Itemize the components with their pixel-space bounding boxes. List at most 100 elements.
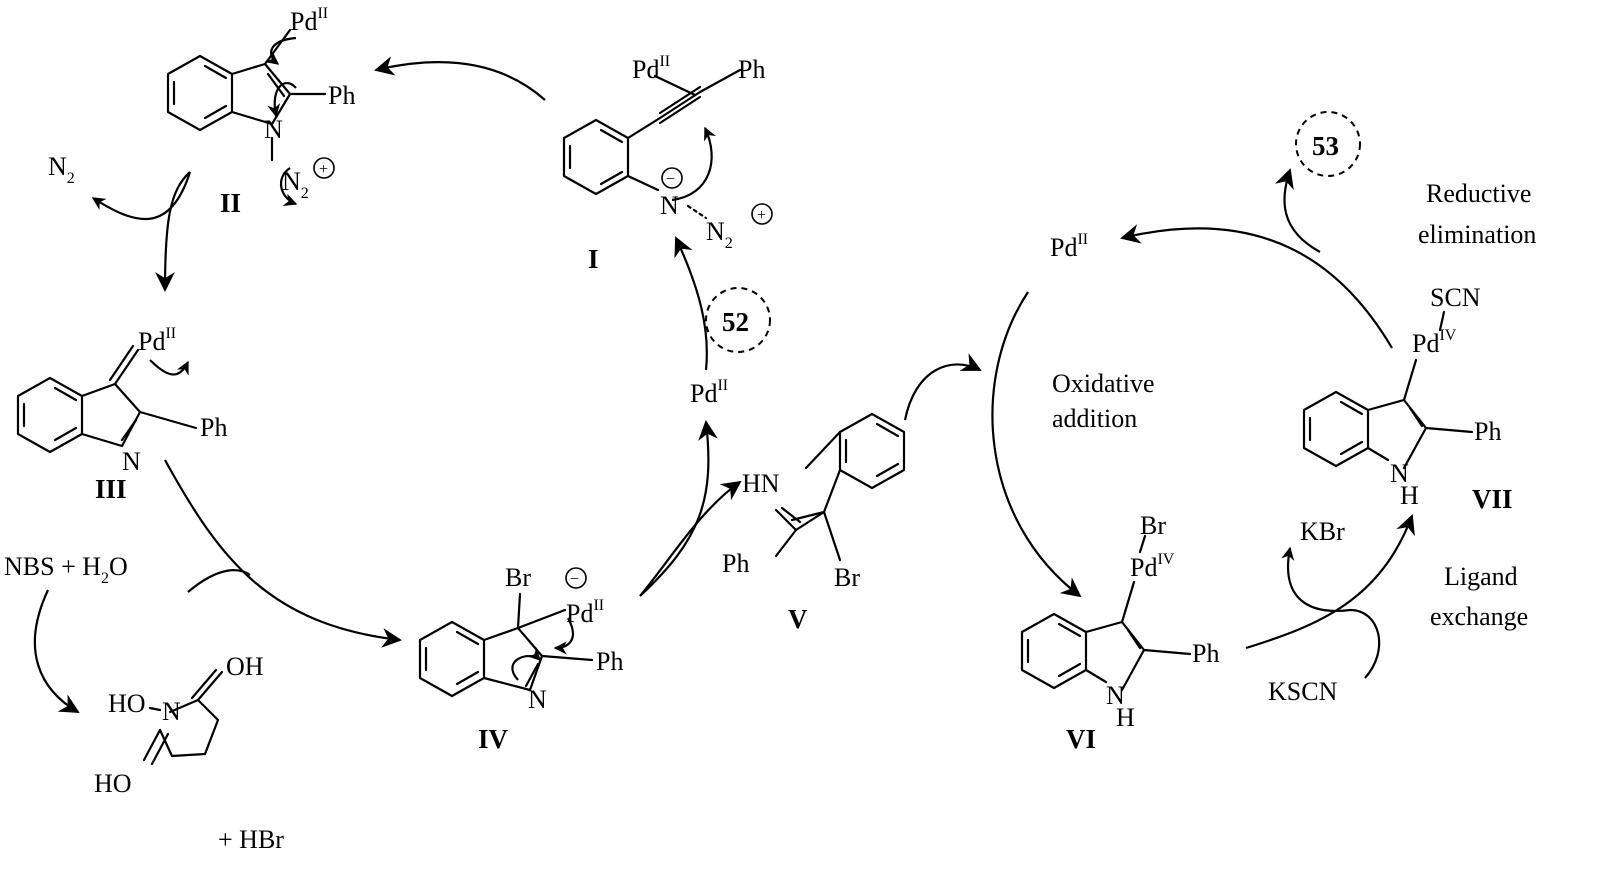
bond-or-arrow xyxy=(1084,668,1108,684)
bond-or-arrow xyxy=(639,420,718,597)
label-III: III xyxy=(95,474,127,504)
bond-or-arrow xyxy=(1402,358,1418,402)
bond-or-arrow xyxy=(142,728,170,766)
bond-or-arrow xyxy=(424,630,480,686)
bond-or-arrow xyxy=(1438,310,1446,332)
h-VII: H xyxy=(1400,481,1419,510)
bond-or-arrow xyxy=(164,459,402,648)
reductive-label-2: elimination xyxy=(1418,220,1536,249)
br-V: Br xyxy=(834,563,860,592)
bond-or-arrow xyxy=(279,167,298,206)
oh-succ: OH xyxy=(226,652,264,681)
bond-or-arrow xyxy=(524,662,540,688)
minus-IV: − xyxy=(570,571,579,588)
oxidative-label-1: Oxidative xyxy=(1052,369,1155,398)
bond-or-arrow xyxy=(155,171,191,292)
label-I: I xyxy=(588,244,599,274)
pd-VI: PdIV xyxy=(1130,551,1175,582)
bond-or-arrow xyxy=(674,236,708,371)
bond-or-arrow xyxy=(686,204,708,220)
kbr-label: KBr xyxy=(1300,517,1345,546)
bond-or-arrow xyxy=(698,68,742,94)
pd-left: PdII xyxy=(690,377,728,408)
n-II: N xyxy=(264,115,283,144)
label-II: II xyxy=(220,188,241,218)
bond-or-arrow xyxy=(1120,224,1393,349)
bond-or-arrow xyxy=(553,617,574,655)
compound-III: PdII Ph N III xyxy=(16,325,227,504)
circle-53 xyxy=(1295,111,1361,177)
ho-bottom: HO xyxy=(94,769,132,798)
bond-or-arrow xyxy=(91,171,192,221)
label-52: 52 xyxy=(722,307,749,337)
oxidative-label-2: addition xyxy=(1052,404,1137,433)
bond-or-arrow xyxy=(108,344,140,386)
bond-or-arrow xyxy=(1366,398,1428,470)
bond-or-arrow xyxy=(1245,514,1415,650)
bond-or-arrow xyxy=(264,36,297,65)
n-VI: N xyxy=(1106,681,1125,710)
bond-or-arrow xyxy=(33,589,80,713)
ligand-label-2: exchange xyxy=(1430,602,1528,631)
label-V: V xyxy=(788,604,808,634)
bond-or-arrow xyxy=(774,528,798,558)
n-IV: N xyxy=(528,685,547,714)
ph-III: Ph xyxy=(200,413,227,442)
bond-or-arrow xyxy=(138,410,198,430)
bond-or-arrow xyxy=(149,359,189,376)
label-VII: VII xyxy=(1472,484,1513,514)
pd-right: PdII xyxy=(1050,231,1088,262)
bond-or-arrow xyxy=(16,376,84,454)
compound-VII: SCN PdIV Ph N H VII xyxy=(1302,283,1513,514)
bond-or-arrow xyxy=(266,72,286,98)
compound-IV: Br PdII Ph N IV xyxy=(418,563,623,754)
bond-or-arrow xyxy=(22,386,78,442)
bond-or-arrow xyxy=(1084,620,1146,692)
bond-or-arrow xyxy=(158,698,220,758)
charge-circle xyxy=(751,203,773,225)
ph-II: Ph xyxy=(328,81,355,110)
bond-or-arrow xyxy=(1308,400,1364,456)
hn-V: HN xyxy=(742,469,780,498)
bond-or-arrow xyxy=(1281,546,1351,612)
bond-or-arrow xyxy=(1120,580,1136,624)
n2-I: N2 xyxy=(706,217,733,252)
bond-or-arrow xyxy=(1424,426,1474,434)
bond-or-arrow xyxy=(639,480,742,597)
bond-or-arrow xyxy=(903,353,982,421)
bond-or-arrow xyxy=(166,54,234,132)
bond-or-arrow xyxy=(267,82,297,118)
bond-or-arrow xyxy=(626,174,660,192)
bond-or-arrow xyxy=(263,28,292,66)
bond-or-arrow xyxy=(1349,608,1381,679)
ph-VII: Ph xyxy=(1474,417,1501,446)
bond-or-arrow xyxy=(1366,446,1390,462)
label-IV: IV xyxy=(478,724,509,754)
bond-or-arrow xyxy=(172,64,228,120)
bond-or-arrow xyxy=(1142,648,1192,656)
bond-or-arrow xyxy=(187,569,251,593)
br-IV: Br xyxy=(505,563,531,592)
plus-II: + xyxy=(319,161,328,178)
n-VII: N xyxy=(1390,459,1409,488)
bond-or-arrow xyxy=(516,608,567,630)
compound-V: HN Ph Br V xyxy=(722,353,982,634)
bond-or-arrow xyxy=(838,412,906,490)
bond-or-arrow xyxy=(374,56,546,101)
h-VI: H xyxy=(1116,703,1135,732)
bond-or-arrow xyxy=(671,126,717,202)
ho-top: HO xyxy=(108,689,146,718)
n-III: N xyxy=(122,447,141,476)
bond-or-arrow xyxy=(804,430,842,470)
bond-or-arrow xyxy=(1126,628,1142,650)
n-I: N xyxy=(660,191,679,220)
circle-52 xyxy=(705,287,771,353)
bond-or-arrow xyxy=(1408,406,1424,428)
compound-I: PdII Ph N N2 I xyxy=(562,53,773,274)
ligand-label-1: Ligand xyxy=(1444,562,1518,591)
ph-V: Ph xyxy=(722,549,749,578)
n-succ: N xyxy=(162,697,181,726)
br-VI: Br xyxy=(1140,511,1166,540)
pd-VII: PdIV xyxy=(1412,327,1457,358)
